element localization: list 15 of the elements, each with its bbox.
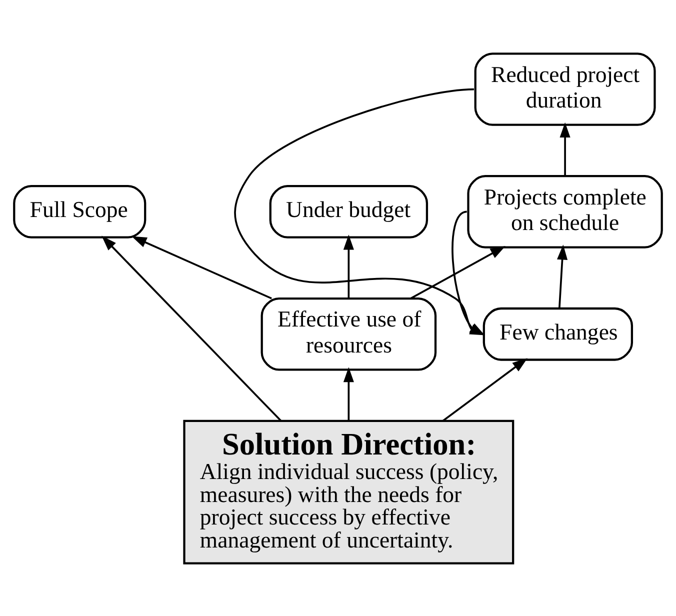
node-box: Reduced project duration (474, 52, 656, 126)
arrow (102, 235, 282, 421)
arrow (343, 366, 354, 420)
node-box: Full Scope (13, 184, 146, 238)
arrow (343, 234, 354, 298)
arrow (560, 122, 570, 176)
node-box: Projects complete on schedule (467, 174, 663, 248)
arrow (557, 244, 568, 308)
arrow (410, 246, 506, 299)
node-box: Effective use of resources (260, 296, 437, 370)
arrow (132, 236, 272, 299)
arrow (442, 358, 528, 422)
node-box: Under budget (269, 184, 428, 238)
node-box: Solution Direction: Align individual success (policy, measures) with the needs for project success by effective management of uncertainty. (183, 419, 514, 564)
node-box: Few changes (482, 306, 634, 360)
